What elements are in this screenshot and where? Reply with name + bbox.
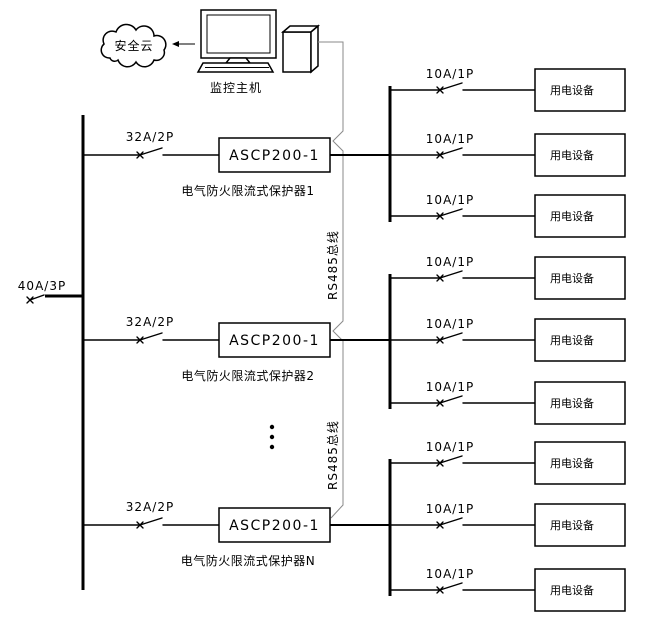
output-circuit-3: 10A/1P 用电设备 xyxy=(389,193,626,238)
protector-group-3: 32A/2PASCP200-1电气防火限流式保护器N10A/1P用电设备10A/… xyxy=(82,440,626,612)
protector-name-label: 电气防火限流式保护器1 xyxy=(181,183,314,198)
output-breaker-switch xyxy=(436,395,463,407)
device-label: 用电设备 xyxy=(550,83,594,97)
cloud-icon xyxy=(100,23,167,68)
protector-box xyxy=(218,322,331,358)
ellipsis-dot xyxy=(269,424,275,430)
branch-breaker-rating: 32A/2P xyxy=(126,500,174,514)
device-box xyxy=(534,568,626,612)
monitoring-host: 安全云 监控主机 xyxy=(100,9,321,95)
output-breaker-rating: 10A/1P xyxy=(426,67,474,81)
tower-pc-icon xyxy=(280,24,321,74)
device-box xyxy=(534,194,626,238)
output-circuit-1: 10A/1P 用电设备 xyxy=(389,67,626,112)
main-breaker-rating: 40A/3P xyxy=(18,279,66,293)
output-circuit-2: 10A/1P 用电设备 xyxy=(389,132,626,177)
protector-name-label: 电气防火限流式保护器2 xyxy=(181,368,314,383)
ellipsis-dot xyxy=(269,434,275,440)
monitor-icon xyxy=(200,9,277,64)
monitor-frame xyxy=(200,9,277,59)
output-breaker-rating: 10A/1P xyxy=(426,317,474,331)
device-label: 用电设备 xyxy=(550,583,594,597)
tower-side xyxy=(310,24,319,74)
output-circuit-2: 10A/1P 用电设备 xyxy=(389,317,626,362)
protector-model-label: ASCP200-1 xyxy=(229,518,320,534)
device-box xyxy=(534,503,626,547)
device-label: 用电设备 xyxy=(550,333,594,347)
output-breaker-rating: 10A/1P xyxy=(426,440,474,454)
output-breaker-rating: 10A/1P xyxy=(426,567,474,581)
protector-group-1: 32A/2PASCP200-1电气防火限流式保护器110A/1P用电设备10A/… xyxy=(82,67,626,238)
device-box xyxy=(534,381,626,425)
rs485-label-1: RS485总线 xyxy=(326,230,340,300)
branch-breaker-rating: 32A/2P xyxy=(126,315,174,329)
output-circuit-3: 10A/1P 用电设备 xyxy=(389,380,626,425)
output-breaker-switch xyxy=(436,147,463,159)
output-circuit-1: 10A/1P 用电设备 xyxy=(389,255,626,300)
device-box xyxy=(534,68,626,112)
device-label: 用电设备 xyxy=(550,148,594,162)
rs485-bus-line xyxy=(318,41,344,519)
device-box xyxy=(534,133,626,177)
output-circuit-1: 10A/1P 用电设备 xyxy=(389,440,626,485)
cloud-label: 安全云 xyxy=(114,38,153,53)
arrow-left-icon xyxy=(172,41,195,47)
output-breaker-switch xyxy=(436,455,463,467)
output-breaker-rating: 10A/1P xyxy=(426,255,474,269)
output-breaker-switch xyxy=(436,82,463,94)
branch-breaker-switch xyxy=(136,332,163,344)
output-breaker-rating: 10A/1P xyxy=(426,380,474,394)
branch-breaker-rating: 32A/2P xyxy=(126,130,174,144)
device-box xyxy=(534,441,626,485)
device-label: 用电设备 xyxy=(550,396,594,410)
output-breaker-rating: 10A/1P xyxy=(426,132,474,146)
protector-groups: 32A/2PASCP200-1电气防火限流式保护器110A/1P用电设备10A/… xyxy=(82,67,626,612)
keyboard-icon xyxy=(196,62,275,73)
protector-name-label: 电气防火限流式保护器N xyxy=(181,553,315,568)
output-circuit-2: 10A/1P 用电设备 xyxy=(389,502,626,547)
output-breaker-rating: 10A/1P xyxy=(426,193,474,207)
ellipsis-marker xyxy=(269,424,275,450)
protector-model-label: ASCP200-1 xyxy=(229,148,320,164)
device-box xyxy=(534,256,626,300)
device-label: 用电设备 xyxy=(550,518,594,532)
device-label: 用电设备 xyxy=(550,271,594,285)
output-breaker-switch xyxy=(436,332,463,344)
host-label: 监控主机 xyxy=(210,81,262,95)
protector-group-2: 32A/2PASCP200-1电气防火限流式保护器210A/1P用电设备10A/… xyxy=(82,255,626,425)
device-box xyxy=(534,318,626,362)
monitor-screen xyxy=(206,14,271,54)
device-label: 用电设备 xyxy=(550,456,594,470)
protector-box xyxy=(218,137,331,173)
output-circuit-3: 10A/1P 用电设备 xyxy=(389,567,626,612)
main-breaker-switch xyxy=(26,294,45,304)
tower-front xyxy=(282,31,312,73)
output-breaker-switch xyxy=(436,582,463,594)
protector-box xyxy=(218,507,331,543)
branch-breaker-switch xyxy=(136,517,163,529)
device-label: 用电设备 xyxy=(550,209,594,223)
rs485-label-2: RS485总线 xyxy=(326,420,340,490)
ellipsis-dot xyxy=(269,444,275,450)
output-breaker-switch xyxy=(436,270,463,282)
branch-breaker-switch xyxy=(136,147,163,159)
output-breaker-rating: 10A/1P xyxy=(426,502,474,516)
arrow-head xyxy=(172,41,179,47)
output-breaker-switch xyxy=(436,208,463,220)
main-breaker: 40A/3P xyxy=(18,279,83,304)
protector-model-label: ASCP200-1 xyxy=(229,333,320,349)
output-breaker-switch xyxy=(436,517,463,529)
